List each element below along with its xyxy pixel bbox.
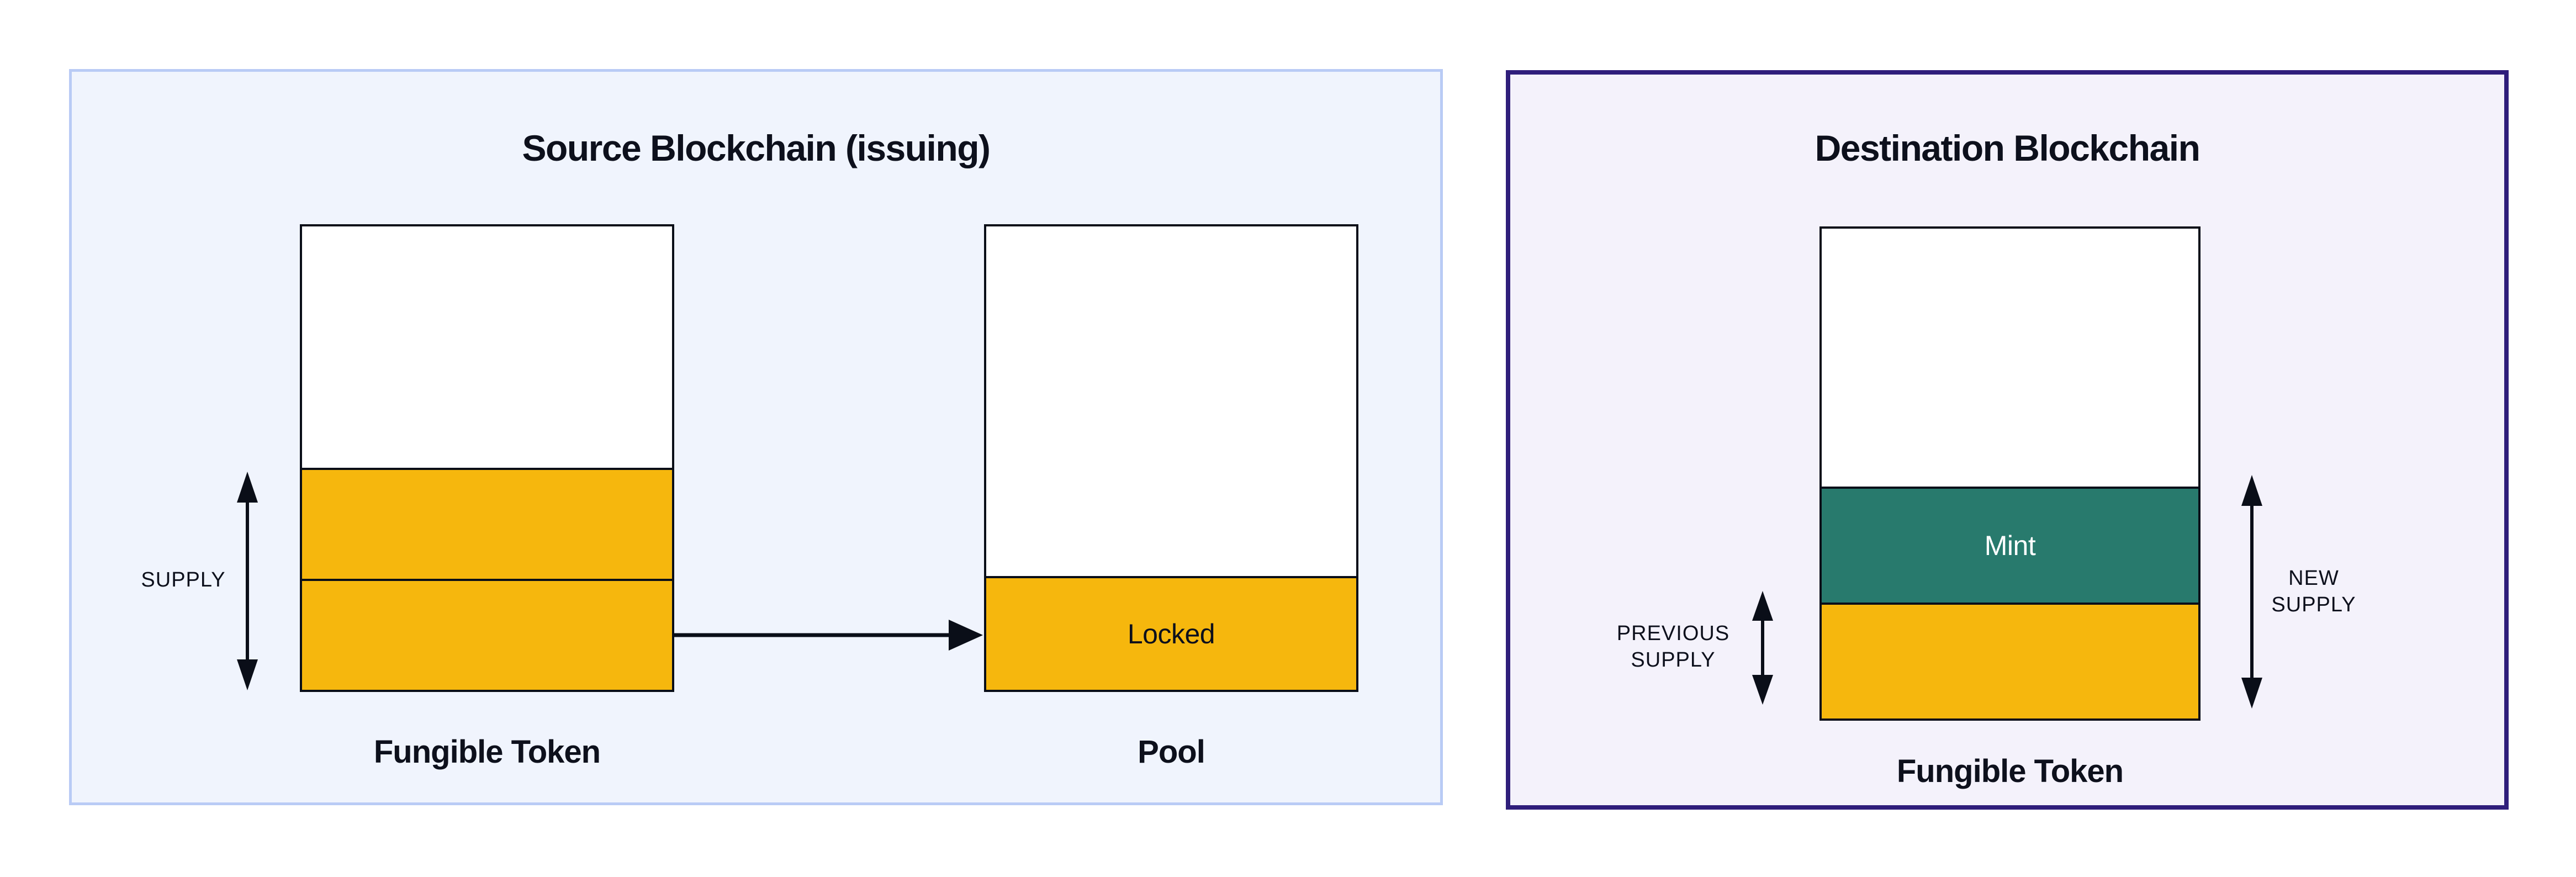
destination-fungible-token-bar: Mint: [1819, 226, 2201, 721]
new-supply-label-line2: SUPPLY: [2271, 593, 2356, 616]
previous-supply-label-line1: PREVIOUS: [1616, 622, 1730, 645]
locked-label: Locked: [1127, 619, 1215, 649]
lock-transfer-arrow-icon: [674, 620, 983, 651]
pool-bar: Locked: [984, 224, 1358, 692]
previous-supply-segment: [1822, 603, 2198, 718]
new-supply-label-line1: NEW: [2288, 567, 2339, 590]
source-supply-upper-segment: [302, 468, 672, 579]
source-panel-title: Source Blockchain (issuing): [522, 128, 991, 168]
new-supply-label: NEW SUPPLY: [2220, 565, 2408, 618]
supply-range-arrow-icon: [237, 472, 258, 690]
previous-supply-label-line2: SUPPLY: [1631, 648, 1716, 672]
pool-label: Pool: [1138, 734, 1205, 770]
pool-locked-segment: Locked: [986, 576, 1356, 690]
destination-empty-segment: [1822, 229, 2198, 487]
source-token-label: Fungible Token: [373, 734, 601, 770]
source-fungible-token-bar: [300, 224, 674, 692]
pool-empty-segment: [986, 226, 1356, 576]
source-empty-segment: [302, 226, 672, 468]
source-blockchain-panel: Source Blockchain (issuing) SUPPLY Fungi…: [69, 69, 1443, 805]
destination-panel-title: Destination Blockchain: [1815, 128, 2201, 168]
destination-blockchain-panel: Destination Blockchain Mint PREVIOUS SUP…: [1506, 70, 2509, 810]
mint-segment: Mint: [1822, 487, 2198, 603]
supply-label: SUPPLY: [141, 568, 226, 591]
mint-label: Mint: [1984, 530, 2036, 561]
destination-token-label: Fungible Token: [1896, 753, 2124, 789]
source-supply-lower-segment: [302, 579, 672, 690]
new-supply-range-arrow-icon: [2241, 475, 2262, 709]
previous-supply-label: PREVIOUS SUPPLY: [1579, 620, 1767, 673]
previous-supply-range-arrow-icon: [1752, 591, 1773, 705]
